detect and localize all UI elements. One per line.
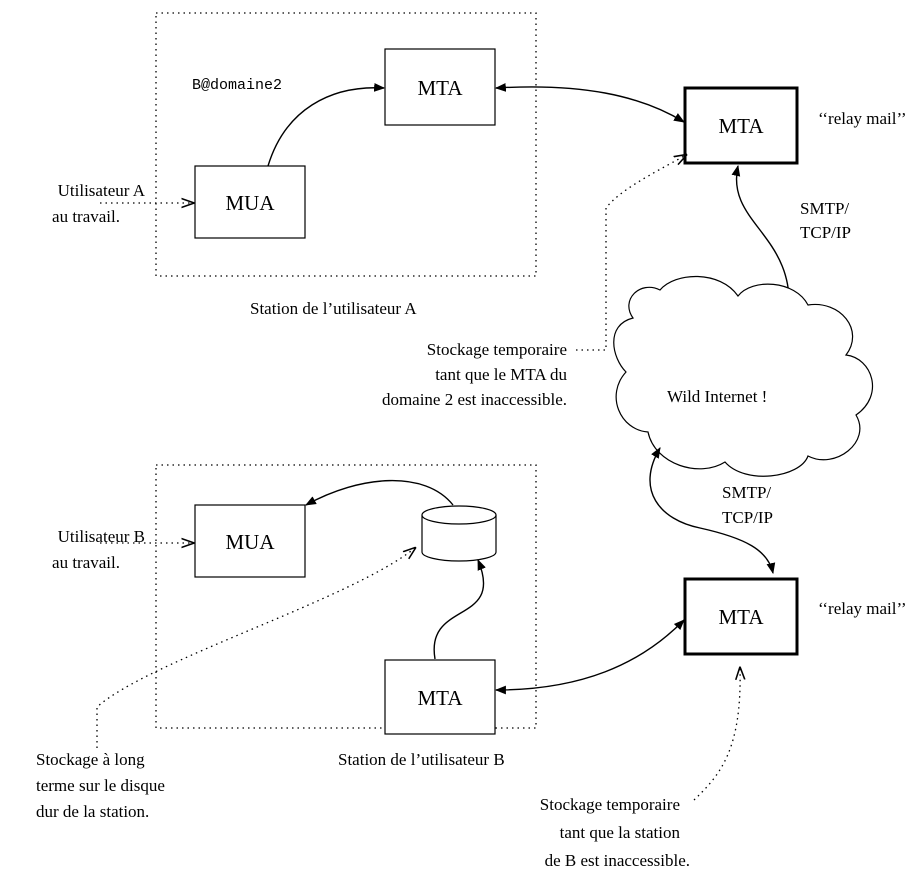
station-b-mta-label: MTA — [418, 686, 464, 710]
relay-mta-bottom-box — [683, 577, 799, 656]
relay-mta-top-label: MTA — [719, 114, 765, 138]
long-storage-pointer — [96, 548, 415, 748]
relay-mail-bottom-label: ‘‘relay mail’’ — [818, 599, 907, 618]
internet-label: Wild Internet ! — [667, 387, 767, 406]
temp-storage-b-line2: tant que la station — [560, 823, 681, 842]
long-storage-line3: dur de la station. — [36, 802, 149, 821]
long-storage-line1: Stockage à long — [36, 750, 145, 769]
station-a-group — [155, 12, 537, 277]
user-a-line2: au travail. — [52, 207, 120, 226]
internet-to-relay-bottom-arrow — [649, 447, 776, 575]
mta-a-to-relay-top-arrow — [494, 83, 685, 123]
temp-storage-b-pointer — [693, 668, 740, 801]
station-a-group-label: Station de l’utilisateur A — [250, 299, 417, 318]
user-a-line1: Utilisateur A — [58, 181, 146, 200]
protocol-top-line1: SMTP/ — [800, 199, 849, 218]
protocol-top-line2: TCP/IP — [800, 223, 851, 242]
relay-mta-top-box — [683, 86, 799, 165]
mta-to-disk-arrow — [433, 558, 486, 660]
station-a-mua-label: MUA — [225, 191, 275, 215]
relay-mta-bottom-label: MTA — [719, 605, 765, 629]
user-b-line2: au travail. — [52, 553, 120, 572]
temp-storage-a-line2: tant que le MTA du — [435, 365, 567, 384]
user-b-line1: Utilisateur B — [58, 527, 145, 546]
relay-mail-top-label: ‘‘relay mail’’ — [818, 109, 907, 128]
long-storage-line2: terme sur le disque — [36, 776, 165, 795]
station-b-group — [155, 464, 537, 729]
station-b-mua-box — [194, 504, 306, 578]
station-b-mua-label: MUA — [225, 530, 275, 554]
protocol-bottom-line1: SMTP/ — [722, 483, 771, 502]
station-b-mta-box — [384, 659, 496, 735]
temp-storage-a-pointer — [576, 155, 686, 351]
temp-storage-a-line3: domaine 2 est inaccessible. — [382, 390, 567, 409]
internet-cloud — [613, 275, 873, 477]
temp-storage-a-line1: Stockage temporaire — [427, 340, 567, 359]
destination-address: B@domaine2 — [192, 77, 282, 94]
temp-storage-b-line3: de B est inaccessible. — [545, 851, 690, 870]
disk-icon — [421, 505, 497, 562]
station-a-mua-box — [194, 165, 306, 239]
protocol-bottom-line2: TCP/IP — [722, 508, 773, 527]
station-b-group-label: Station de l’utilisateur B — [338, 750, 505, 769]
temp-storage-b-line1: Stockage temporaire — [540, 795, 680, 814]
mua-to-mta-arrow-a — [267, 83, 386, 167]
station-a-mta-box — [384, 48, 496, 126]
mta-b-to-relay-bottom-arrow — [494, 619, 685, 695]
station-a-mta-label: MTA — [418, 76, 464, 100]
disk-to-mua-arrow — [305, 479, 454, 506]
